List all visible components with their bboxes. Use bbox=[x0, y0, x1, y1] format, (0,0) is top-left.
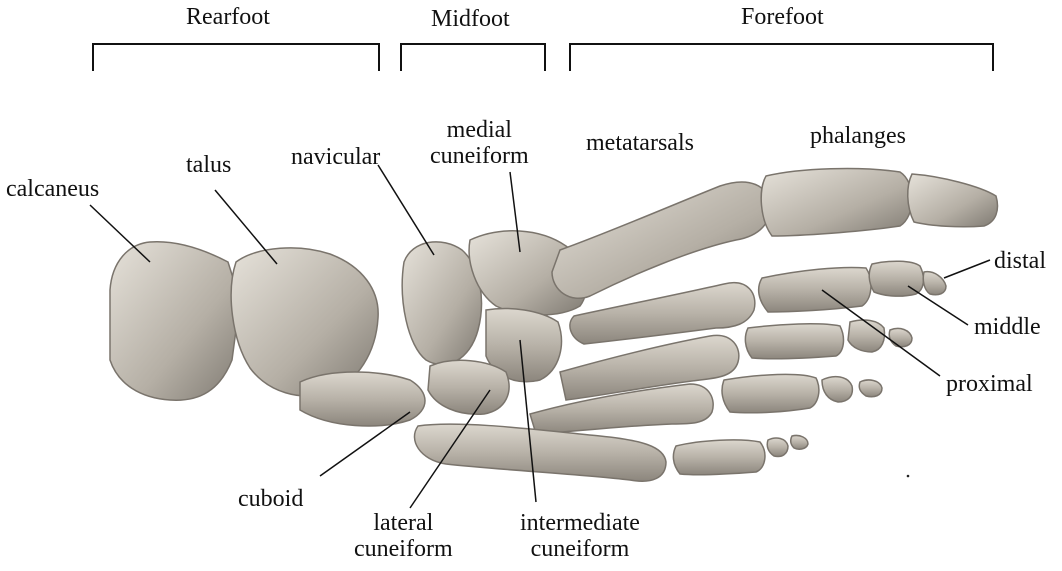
region-label-rearfoot: Rearfoot bbox=[186, 4, 270, 30]
label-medial-cuneiform-line-1: medial bbox=[430, 117, 529, 143]
calcaneus-leader bbox=[90, 205, 150, 262]
label-metatarsals: metatarsals bbox=[586, 130, 694, 156]
label-navicular: navicular bbox=[291, 144, 380, 170]
label-lateral-cuneiform-line-2: cuneiform bbox=[354, 536, 453, 562]
proximal-phalanx-5-bone bbox=[673, 440, 765, 475]
label-intermediate-cuneiform-line-1: intermediate bbox=[520, 510, 640, 536]
lateral-cuneiform-bone bbox=[428, 360, 509, 414]
metatarsal-5-bone bbox=[414, 424, 666, 481]
label-lateral-cuneiform: lateral cuneiform bbox=[354, 510, 453, 562]
label-talus: talus bbox=[186, 152, 231, 178]
label-lateral-cuneiform-line-1: lateral bbox=[354, 510, 453, 536]
label-intermediate-cuneiform-line-2: cuneiform bbox=[520, 536, 640, 562]
bones bbox=[110, 169, 998, 482]
distal-leader bbox=[944, 260, 990, 278]
region-brackets bbox=[93, 44, 993, 71]
region-label-midfoot: Midfoot bbox=[431, 6, 510, 32]
distal-phalanx-2-bone bbox=[923, 272, 946, 295]
distal-phalanx-4-bone bbox=[859, 380, 882, 397]
navicular-leader bbox=[378, 165, 434, 255]
label-middle: middle bbox=[974, 314, 1041, 340]
proximal-phalanx-4-bone bbox=[722, 374, 819, 412]
middle-phalanx-5-bone bbox=[767, 438, 788, 457]
label-proximal: proximal bbox=[946, 371, 1033, 397]
label-medial-cuneiform-line-2: cuneiform bbox=[430, 143, 529, 169]
label-phalanges: phalanges bbox=[810, 123, 906, 149]
label-medial-cuneiform: medial cuneiform bbox=[430, 117, 529, 169]
region-label-forefoot: Forefoot bbox=[741, 4, 824, 30]
label-cuboid: cuboid bbox=[238, 486, 303, 512]
talus-leader bbox=[215, 190, 277, 264]
forefoot-bracket bbox=[570, 44, 993, 71]
midfoot-bracket bbox=[401, 44, 545, 71]
rearfoot-bracket bbox=[93, 44, 379, 71]
calcaneus-bone bbox=[110, 242, 240, 400]
distal-phalanx-1-bone bbox=[908, 174, 998, 227]
middle-phalanx-3-bone bbox=[848, 320, 885, 352]
label-distal: distal bbox=[994, 248, 1046, 274]
proximal-phalanx-2-bone bbox=[759, 267, 871, 312]
middle-phalanx-4-bone bbox=[822, 377, 852, 402]
label-intermediate-cuneiform: intermediate cuneiform bbox=[520, 510, 640, 562]
cuboid-bone bbox=[300, 372, 425, 426]
distal-phalanx-5-bone bbox=[791, 435, 808, 449]
proximal-phalanx-1-bone bbox=[761, 169, 912, 236]
distal-phalanx-3-bone bbox=[889, 328, 912, 346]
proximal-phalanx-3-bone bbox=[745, 324, 843, 359]
label-calcaneus: calcaneus bbox=[6, 176, 99, 202]
metatarsal-1-bone bbox=[552, 182, 770, 298]
stray-dot bbox=[907, 475, 910, 478]
